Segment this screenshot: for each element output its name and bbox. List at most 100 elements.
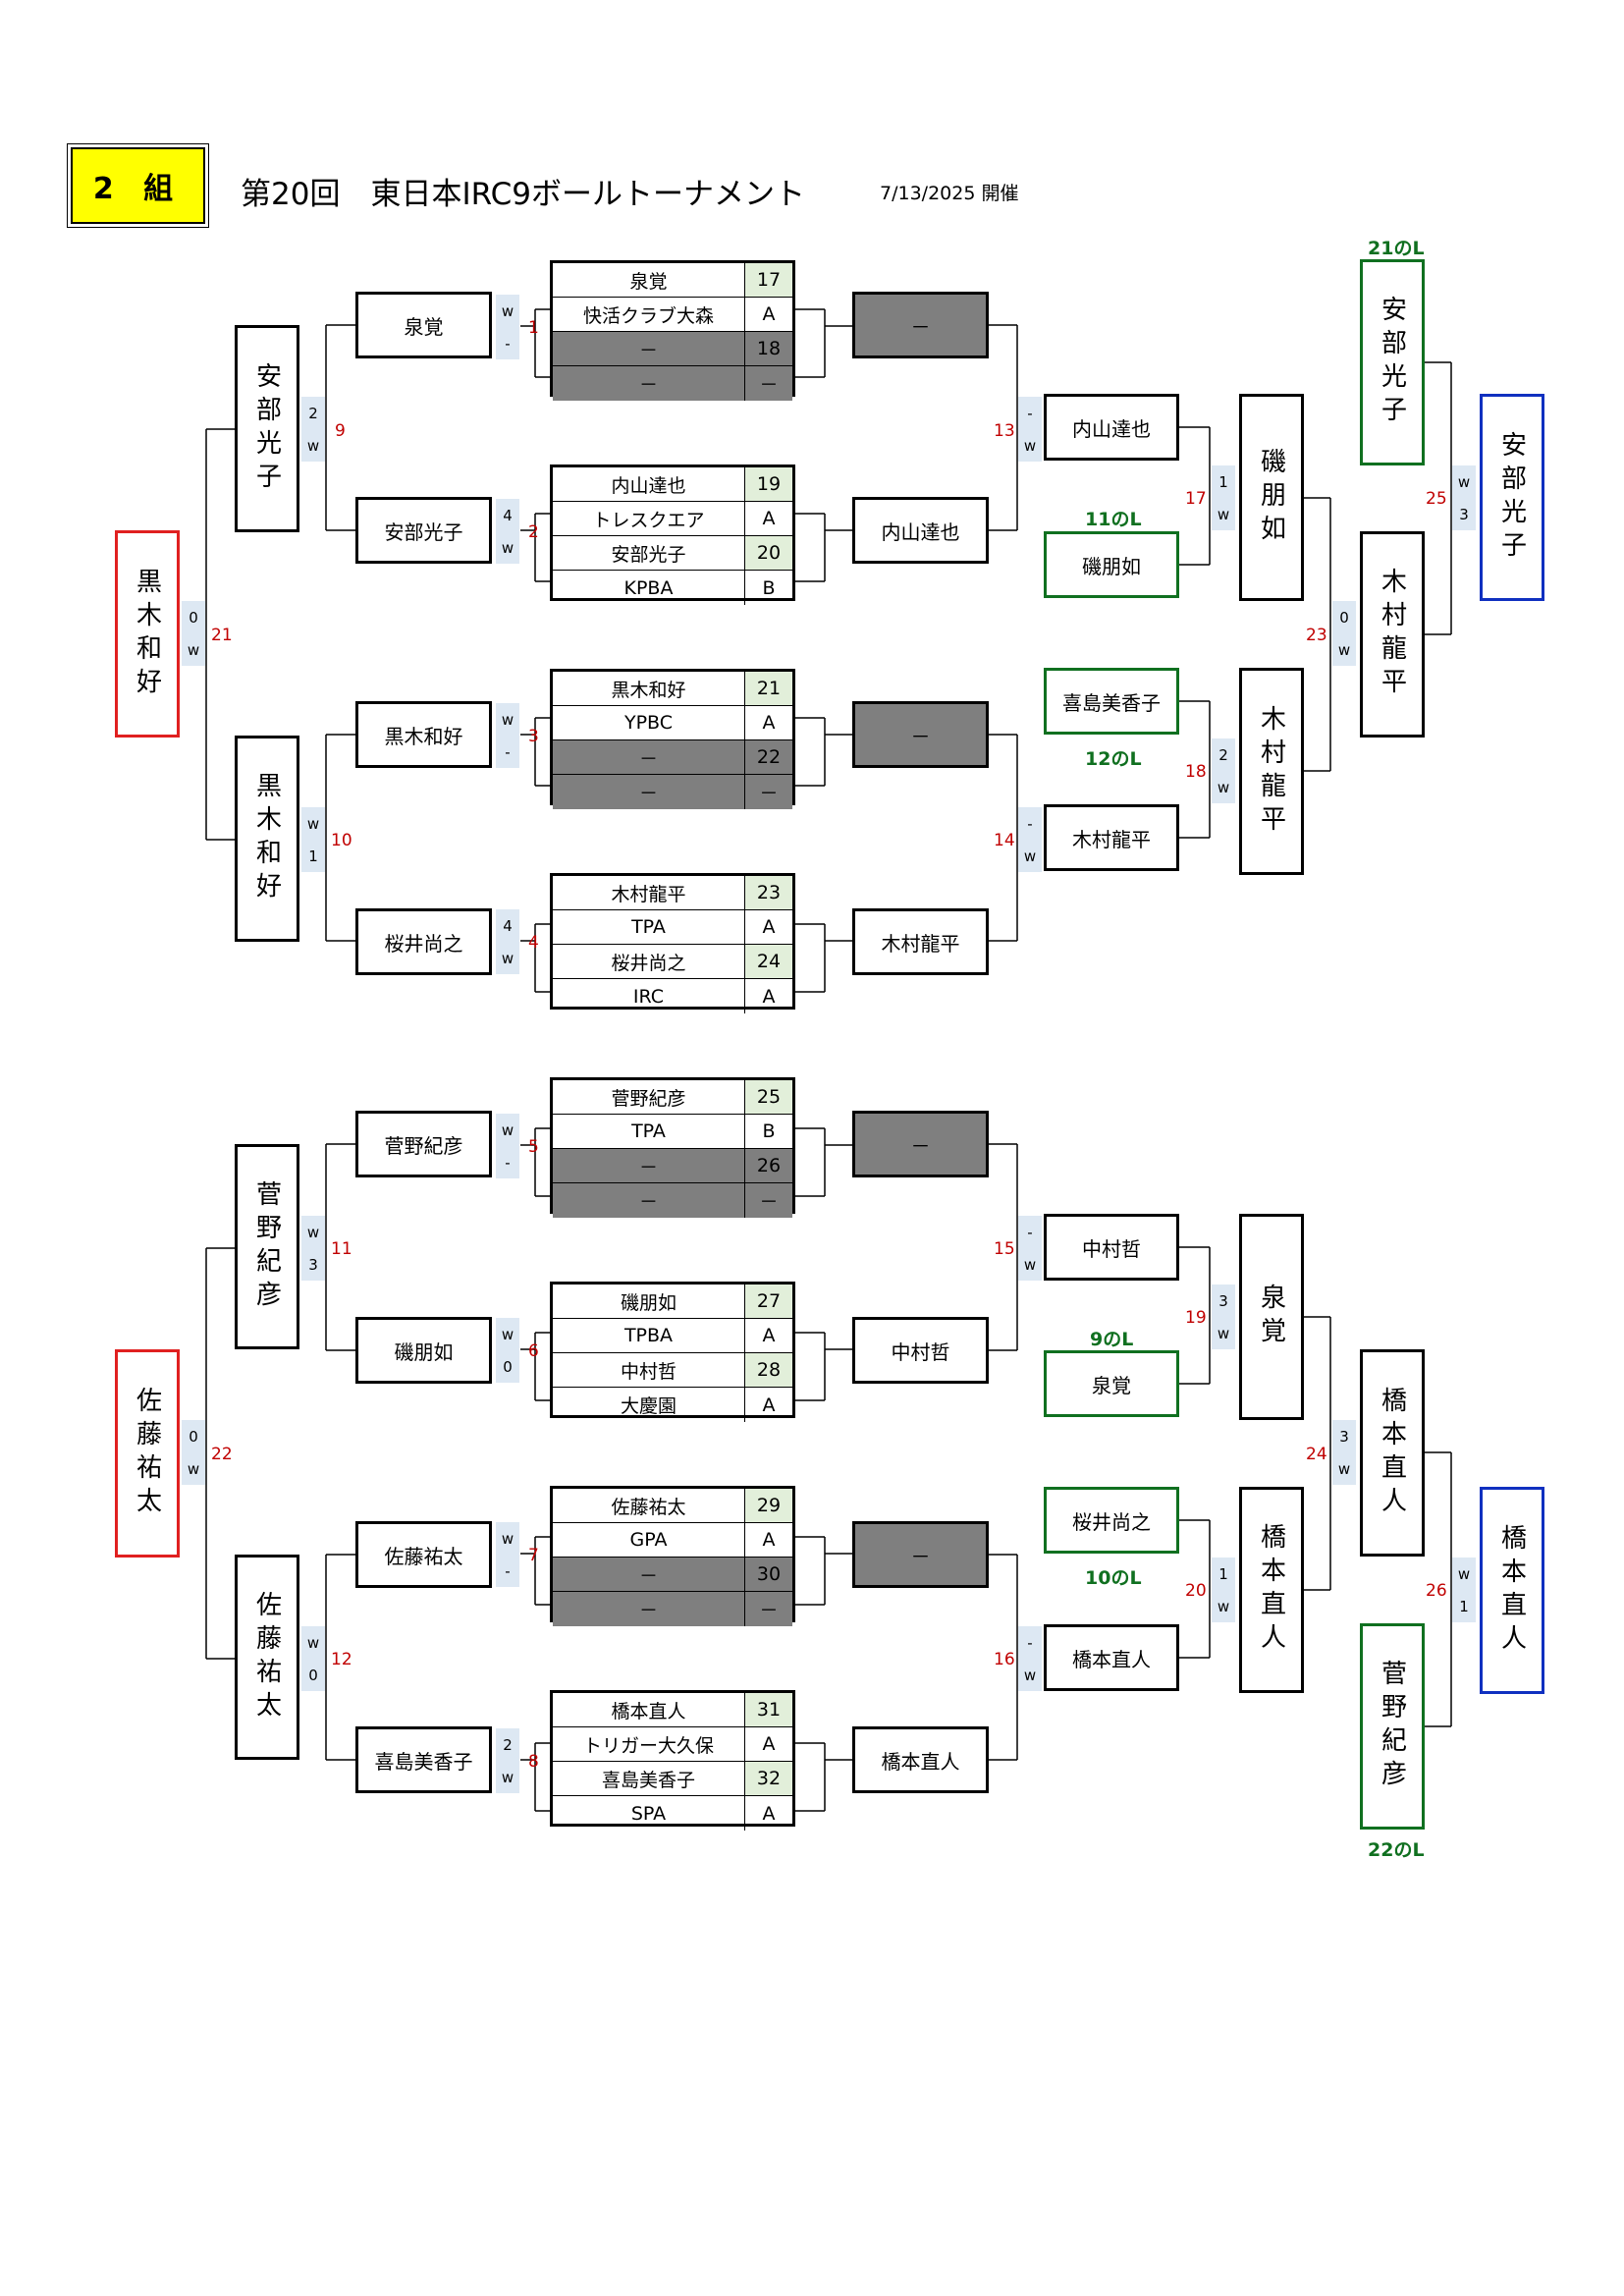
- l22-box: 菅野紀彦: [1360, 1623, 1425, 1830]
- m14-score: -w: [1018, 807, 1042, 872]
- m11-winner-box: 菅野紀彦: [235, 1144, 299, 1349]
- score-bottom: 0: [503, 1357, 513, 1376]
- l12-box: 喜島美香子: [1044, 668, 1179, 735]
- club-name: KPBA: [553, 571, 745, 605]
- score-top: w: [306, 1633, 320, 1652]
- club-name: TPBA: [553, 1319, 745, 1352]
- m5-loser-box: －: [852, 1111, 989, 1177]
- match-number-18: 18: [1185, 762, 1207, 782]
- match-number-7: 7: [528, 1546, 539, 1565]
- player-name: 喜島美香子: [374, 1749, 473, 1774]
- score-top: 0: [189, 608, 198, 627]
- club-name: トリガー大久保: [553, 1727, 745, 1761]
- club-name: SPA: [553, 1796, 745, 1831]
- match-number-8: 8: [528, 1752, 539, 1772]
- m4-loser-box: 木村龍平: [852, 908, 989, 975]
- match-number-20: 20: [1185, 1581, 1207, 1601]
- score-top: 4: [503, 506, 513, 524]
- page-title: 第20回 東日本IRC9ボールトーナメント: [241, 177, 805, 212]
- score-bottom: w: [1217, 1597, 1230, 1615]
- class-code: A: [762, 712, 776, 734]
- player-name: 木村龍平: [1377, 568, 1407, 701]
- player-name: 佐藤祐太: [251, 1590, 282, 1724]
- score-top: -: [1027, 1633, 1033, 1652]
- player-name: 木村龍平: [881, 931, 960, 956]
- score-bottom: -: [505, 742, 511, 761]
- entry-row: SPA A: [553, 1796, 792, 1831]
- score-top: 3: [1218, 1291, 1228, 1310]
- score-top: 1: [1218, 472, 1228, 491]
- class-code: －: [745, 1183, 792, 1218]
- player-name: －: [910, 1133, 931, 1158]
- entry-row: －－: [553, 775, 792, 809]
- m5-winner-box: 菅野紀彦: [355, 1111, 492, 1177]
- score-bottom: w: [1023, 1666, 1037, 1684]
- club-name: TPA: [553, 910, 745, 944]
- score-top: w: [501, 1121, 514, 1139]
- player-name: 黒木和好: [553, 672, 745, 705]
- club-name: YPBC: [553, 706, 745, 739]
- player-name: 橋本直人: [1496, 1523, 1527, 1658]
- m21-winner-box: 黒木和好: [115, 530, 180, 738]
- score-top: 2: [503, 1735, 513, 1754]
- score-top: 4: [503, 916, 513, 935]
- m4-winner-box: 桜井尚之: [355, 908, 492, 975]
- score-bottom: -: [505, 334, 511, 353]
- match-number-17: 17: [1185, 489, 1207, 509]
- m6-loser-box: 中村哲: [852, 1317, 989, 1384]
- m2-loser-box: 内山達也: [852, 497, 989, 564]
- match-number-16: 16: [994, 1650, 1015, 1669]
- player-name: 磯朋如: [1082, 554, 1141, 578]
- class-code: A: [762, 1325, 776, 1346]
- class-code: B: [762, 576, 776, 599]
- seed-number: 20: [745, 536, 792, 570]
- loser-label-12: 12のL: [1085, 748, 1142, 770]
- class-code: B: [762, 1121, 776, 1142]
- entry-row: －22: [553, 740, 792, 775]
- m15-winner-box: 中村哲: [1044, 1214, 1179, 1281]
- score-bottom: w: [306, 436, 320, 455]
- loser-label-21: 21のL: [1368, 238, 1425, 259]
- score-bottom: w: [1217, 778, 1230, 796]
- group-label: 2 組: [67, 143, 209, 228]
- player-name: －: [910, 1544, 931, 1568]
- player-name: 泉覚: [553, 263, 745, 297]
- m10-winner-box: 黒木和好: [235, 736, 299, 942]
- match-number-5: 5: [528, 1137, 539, 1157]
- seed-number: 22: [745, 740, 792, 774]
- class-code: A: [762, 1802, 776, 1825]
- event-date: 7/13/2025 開催: [880, 183, 1019, 204]
- player-name: 泉覚: [1256, 1284, 1286, 1350]
- score-bottom: 1: [308, 847, 318, 865]
- player-name: 木村龍平: [553, 876, 745, 909]
- score-bottom: -: [505, 1561, 511, 1580]
- seed-number: 30: [745, 1558, 792, 1591]
- m1-winner-box: 泉覚: [355, 292, 492, 358]
- seed-number: 24: [745, 945, 792, 978]
- l11-box: 磯朋如: [1044, 531, 1179, 598]
- score-top: 2: [308, 404, 318, 422]
- player-name: 中村哲: [891, 1339, 950, 1364]
- player-name: 泉覚: [1092, 1373, 1131, 1397]
- score-top: 3: [1339, 1427, 1349, 1446]
- entry-row: TPBA A: [553, 1319, 792, 1353]
- score-bottom: w: [1023, 436, 1037, 455]
- score-top: w: [1457, 472, 1471, 491]
- club-name: －: [553, 1183, 745, 1218]
- player-name: 木村龍平: [1256, 704, 1286, 839]
- player-name: 安部光子: [384, 519, 463, 544]
- score-bottom: w: [187, 1459, 200, 1478]
- score-top: w: [501, 1529, 514, 1548]
